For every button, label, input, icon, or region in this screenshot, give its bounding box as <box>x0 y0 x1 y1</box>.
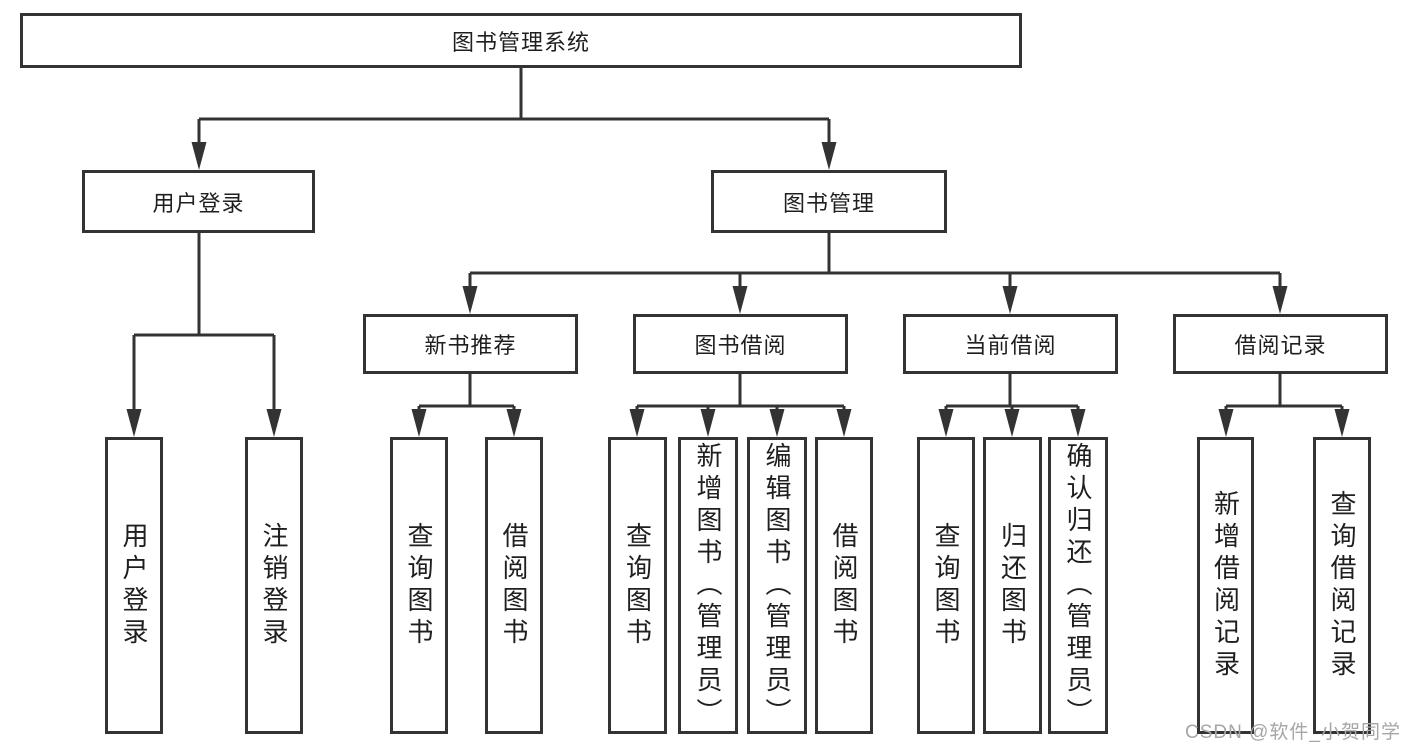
node-borrow-records: 借阅记录 <box>1173 314 1388 374</box>
node-borrow-records-label: 借阅记录 <box>1234 333 1327 358</box>
leaf-user-login: 用户登录 <box>105 437 163 734</box>
csdn-watermark: CSDN @软件_小贺同学 <box>1185 722 1401 743</box>
leaf-current-query-books-label: 查询图书 <box>931 521 961 650</box>
leaf-borrow-query-books-label: 查询图书 <box>622 521 653 650</box>
node-current-borrow: 当前借阅 <box>903 314 1118 374</box>
leaf-borrow-add-book-admin-label: 新增图书（管理员） <box>693 441 723 730</box>
leaf-borrow-query-books: 查询图书 <box>608 437 667 734</box>
leaf-user-login-label: 用户登录 <box>119 521 149 650</box>
leaf-current-confirm-return-admin: 确认归还（管理员） <box>1048 437 1108 734</box>
connector-root-to-level2 <box>191 68 837 170</box>
node-user-login: 用户登录 <box>82 170 315 233</box>
connector-book-management-to-modules <box>462 233 1288 314</box>
leaf-borrow-borrow-books-label: 借阅图书 <box>829 521 859 650</box>
leaf-records-query-record: 查询借阅记录 <box>1313 437 1371 734</box>
leaf-records-query-record-label: 查询借阅记录 <box>1327 489 1357 682</box>
leaf-logout-login-label: 注销登录 <box>259 521 289 650</box>
leaf-newbook-borrow-books-label: 借阅图书 <box>499 521 529 650</box>
connector-current-borrow-to-leaves <box>938 374 1086 437</box>
connector-borrow-records-to-leaves <box>1218 374 1350 437</box>
leaf-borrow-add-book-admin: 新增图书（管理员） <box>678 437 738 734</box>
node-current-borrow-label: 当前借阅 <box>964 333 1057 358</box>
node-book-borrow: 图书借阅 <box>633 314 848 374</box>
node-new-book-recommend: 新书推荐 <box>363 314 578 374</box>
connector-new-book-to-leaves <box>411 374 522 437</box>
node-book-management-label: 图书管理 <box>782 190 875 216</box>
connector-book-borrow-to-leaves <box>629 374 852 437</box>
leaf-newbook-query-books-label: 查询图书 <box>404 521 434 650</box>
node-root: 图书管理系统 <box>20 13 1022 68</box>
leaf-borrow-edit-book-admin-label: 编辑图书（管理员） <box>762 441 792 730</box>
node-root-label: 图书管理系统 <box>451 29 590 55</box>
leaf-records-add-record-label: 新增借阅记录 <box>1210 489 1241 682</box>
leaf-logout-login: 注销登录 <box>245 437 303 734</box>
node-new-book-recommend-label: 新书推荐 <box>424 333 517 358</box>
connector-user-login-to-leaves <box>126 233 282 437</box>
leaf-borrow-borrow-books: 借阅图书 <box>815 437 873 734</box>
leaf-current-query-books: 查询图书 <box>917 437 975 734</box>
leaf-borrow-edit-book-admin: 编辑图书（管理员） <box>747 437 807 734</box>
leaf-current-confirm-return-admin-label: 确认归还（管理员） <box>1063 441 1093 730</box>
leaf-records-add-record: 新增借阅记录 <box>1197 437 1254 734</box>
leaf-newbook-borrow-books: 借阅图书 <box>485 437 543 734</box>
leaf-current-return-books: 归还图书 <box>983 437 1042 734</box>
node-book-management: 图书管理 <box>711 170 947 233</box>
leaf-newbook-query-books: 查询图书 <box>390 437 448 734</box>
leaf-current-return-books-label: 归还图书 <box>997 521 1028 650</box>
node-user-login-label: 用户登录 <box>152 190 245 216</box>
node-book-borrow-label: 图书借阅 <box>694 333 787 358</box>
